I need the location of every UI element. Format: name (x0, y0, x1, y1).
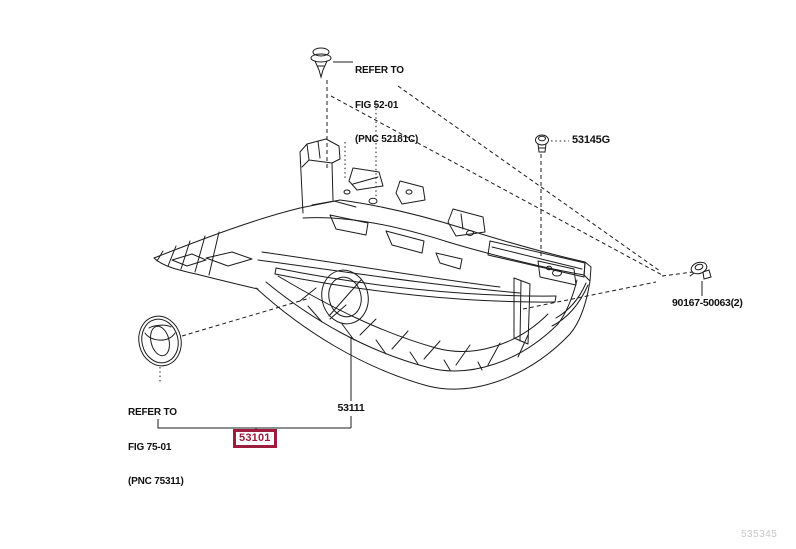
refer-to-fig52-line1: REFER TO (355, 65, 404, 76)
refer-to-fig75-line2: FIG 75-01 (128, 441, 172, 453)
bolt-icon (689, 261, 712, 280)
part-label-53111[interactable]: 53111 (334, 403, 368, 414)
refer-to-fig52-note[interactable]: REFER TO FIG 52-01 (PNC 52181C) (355, 42, 418, 169)
guide-dotted-lines (159, 100, 569, 383)
guide-dashed-lines (181, 80, 694, 337)
part-label-53101-highlighted[interactable]: 53101 (233, 429, 277, 448)
refer-to-fig75-line3: (PNC 75311) (128, 476, 184, 487)
refer-to-fig75-note[interactable]: REFER TO FIG 75-01 (PNC 75311) (128, 384, 184, 511)
refer-to-fig52-line2: FIG 52-01 (355, 99, 399, 111)
toyota-emblem-icon (138, 315, 182, 367)
part-label-53145g[interactable]: 53145G (572, 134, 610, 146)
refer-to-fig75-line1: REFER TO (128, 407, 177, 418)
screw-icon (535, 134, 549, 153)
leader-lines (157, 61, 703, 430)
part-label-90167-50063[interactable]: 90167-50063(2) (672, 297, 743, 309)
page-watermark: 535345 (741, 529, 778, 540)
refer-to-fig52-line3: (PNC 52181C) (355, 134, 419, 145)
grille-drawing (153, 138, 592, 390)
push-clip-icon (310, 47, 332, 79)
